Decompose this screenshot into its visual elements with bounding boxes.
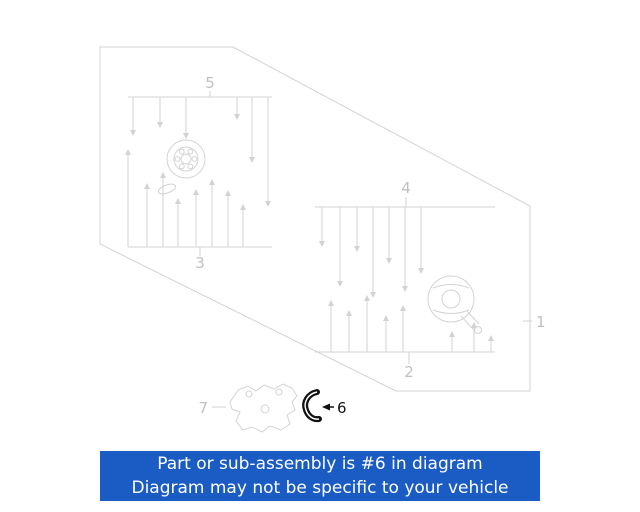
part-label-3: 3: [195, 254, 205, 272]
cv-joint-drawing: [427, 275, 482, 334]
notice-banner: Part or sub-assembly is #6 in diagram Di…: [100, 451, 540, 501]
upper-assembly-leaders: [125, 91, 272, 256]
notice-line-1: Part or sub-assembly is #6 in diagram: [157, 454, 483, 474]
diagram-outline: [99, 46, 531, 392]
highlighted-clip-part-6: [302, 389, 322, 423]
part-6-pointer: [322, 403, 334, 411]
notice-line-2: Diagram may not be specific to your vehi…: [131, 478, 509, 498]
part-label-5: 5: [205, 74, 215, 92]
part-label-1: 1: [536, 313, 546, 331]
lower-assembly-leaders: [315, 197, 495, 364]
wheel-bearing-drawing: [157, 139, 206, 195]
part-label-6-highlighted: 6: [337, 399, 347, 417]
part-label-4: 4: [401, 179, 411, 197]
part-label-2: 2: [404, 363, 414, 381]
bracket-drawing: [229, 383, 298, 433]
part-label-7: 7: [198, 399, 208, 417]
